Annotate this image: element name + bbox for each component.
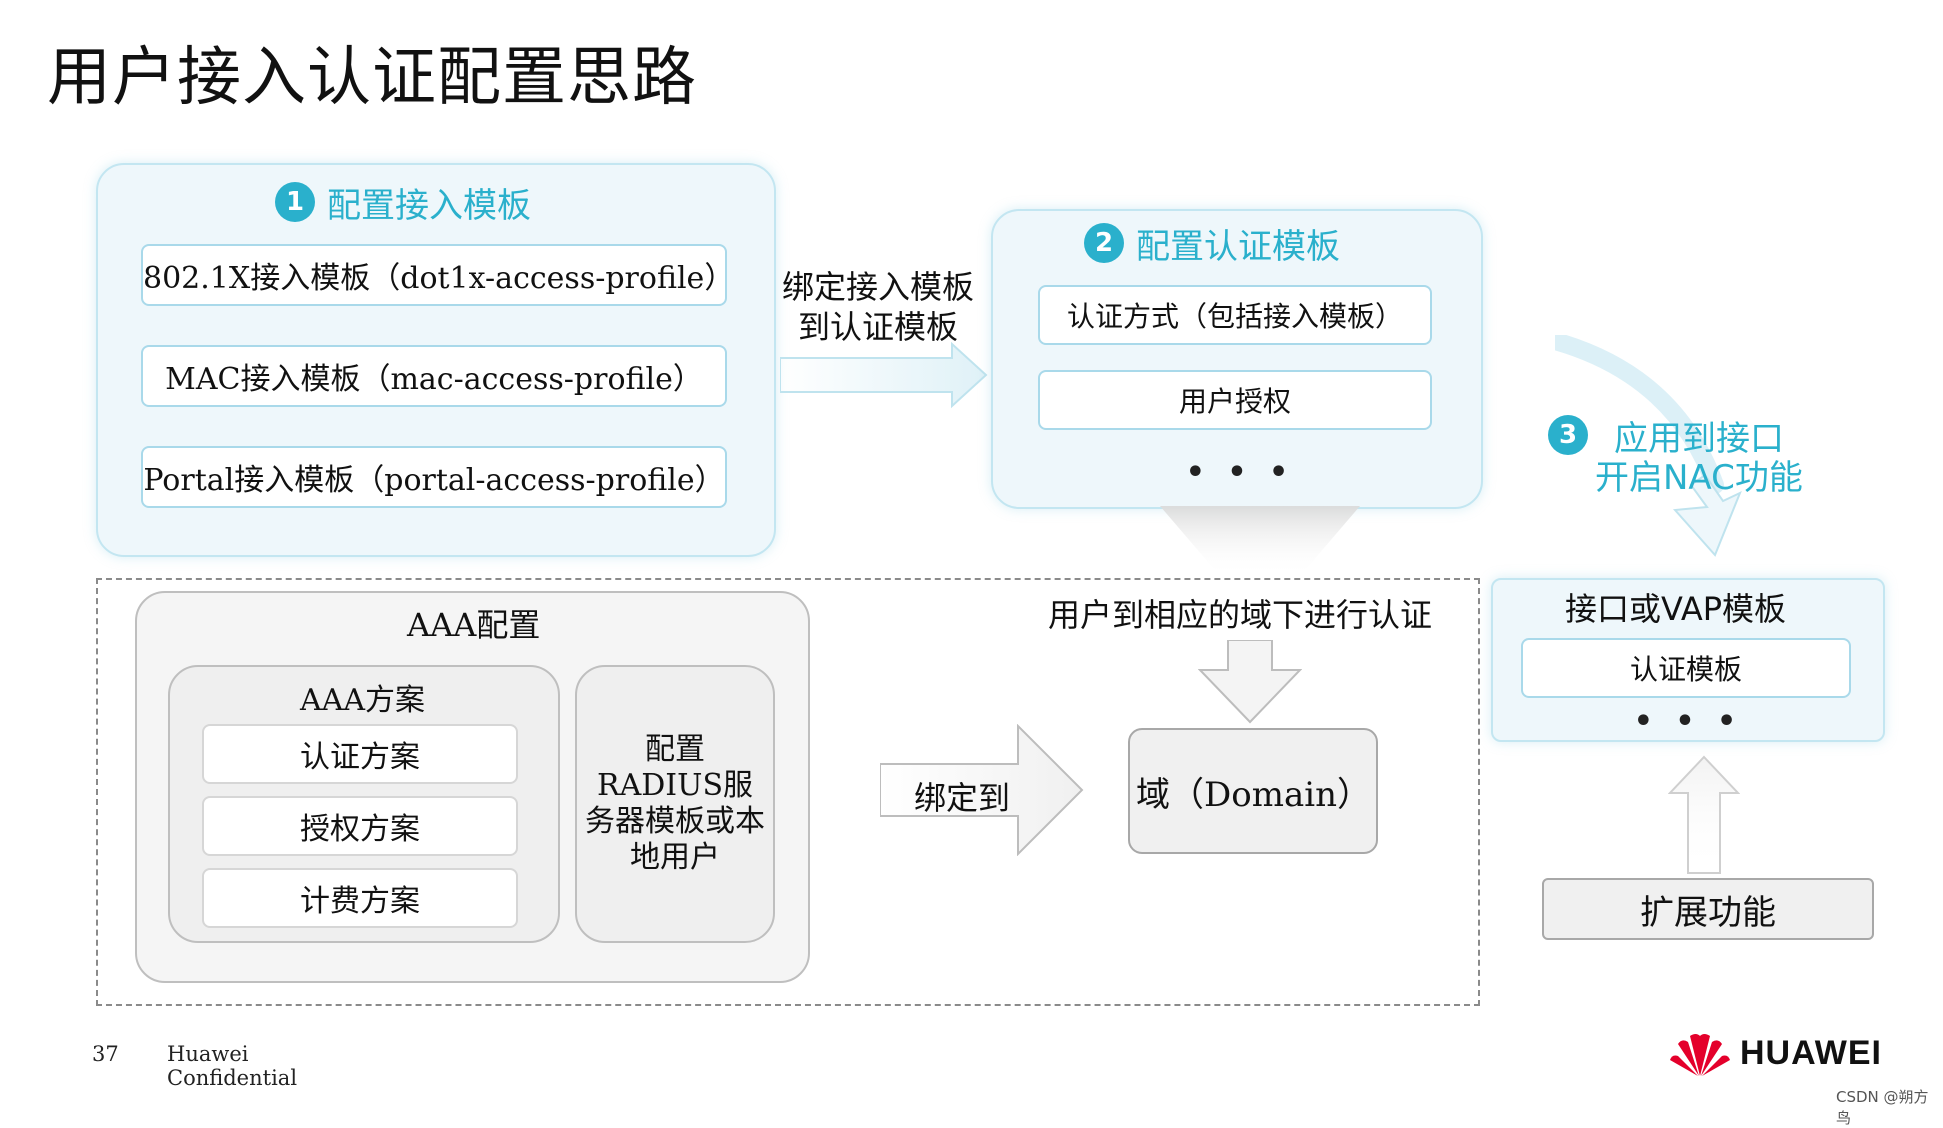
dot1x-profile-label: 802.1X接入模板（dot1x-access-profile） [143,261,735,296]
step2-badge: 2 [1084,223,1124,263]
step2-more-dots: • • • [1185,455,1295,490]
authentication-scheme-item: 认证方案 [202,724,518,784]
auth-profile-panel [991,209,1483,509]
mac-profile-item: MAC接入模板（mac-access-profile） [141,345,727,407]
accounting-scheme-item: 计费方案 [202,868,518,928]
authorization-scheme-label: 授权方案 [300,812,420,847]
bind-right-arrow-icon [780,341,988,409]
interface-more-dots: • • • [1633,704,1743,739]
up-arrow-icon [1668,755,1740,874]
confidential-line1: Huawei [167,1042,249,1066]
extend-function-label: 扩展功能 [1640,892,1776,933]
down-arrow-icon [1198,640,1302,724]
confidential-line2: Confidential [167,1066,298,1090]
mac-profile-label: MAC接入模板（mac-access-profile） [165,362,703,397]
auth-profile-ref-item: 认证模板 [1521,638,1851,698]
interface-vap-title: 接口或VAP模板 [1565,590,1787,628]
extend-function-box: 扩展功能 [1542,878,1874,940]
step1-title: 配置接入模板 [327,185,531,226]
step1-header: 1 配置接入模板 [275,180,531,226]
step3-line2: 开启NAC功能 [1595,458,1803,498]
bind-to-label: 绑定到 [914,779,1011,817]
authorization-scheme-item: 授权方案 [202,796,518,856]
step2-header: 2 配置认证模板 [1084,220,1340,267]
auth-profile-ref-label: 认证模板 [1629,653,1742,686]
auth-method-item: 认证方式（包括接入模板） [1038,285,1432,345]
step1-badge: 1 [275,182,315,222]
huawei-logo-icon [1670,1034,1730,1076]
bind-to-arrow-icon [880,724,1084,856]
step2-title: 配置认证模板 [1136,226,1340,267]
auth-method-label: 认证方式（包括接入模板） [1066,300,1403,333]
bind-profile-label-1: 绑定接入模板 [782,268,975,306]
user-authorization-item: 用户授权 [1038,370,1432,430]
step3-arc-arrow [1555,335,1742,557]
domain-auth-note: 用户到相应的域下进行认证 [1048,596,1433,634]
step3-header: 3 应用到接口 [1548,412,1784,459]
accounting-scheme-label: 计费方案 [300,884,420,919]
domain-box: 域（Domain） [1128,728,1378,854]
portal-profile-label: Portal接入模板（portal-access-profile） [143,463,725,498]
radius-template-panel: 配置 RADIUS服 务器模板或本 地用户 [575,665,775,943]
watermark-text: CSDN @朔方鸟 [1836,1088,1929,1127]
aaa-scheme-title: AAA方案 [300,683,425,718]
aaa-region [96,578,1480,1006]
huawei-brand-text: HUAWEI [1740,1034,1882,1072]
step3-badge: 3 [1548,415,1588,455]
page-title: 用户接入认证配置思路 [47,41,697,115]
radius-line-4: 地用户 [630,840,720,875]
radius-line-1: 配置 [645,732,705,767]
domain-label: 域（Domain） [1136,774,1372,815]
user-authorization-label: 用户授权 [1178,385,1291,418]
step3-line1: 应用到接口 [1614,418,1784,459]
authentication-scheme-label: 认证方案 [300,740,420,775]
radius-line-2: RADIUS服 [597,768,753,803]
portal-profile-item: Portal接入模板（portal-access-profile） [141,446,727,508]
page-number: 37 [92,1042,119,1066]
bind-profile-label-2: 到认证模板 [798,308,959,346]
dot1x-profile-item: 802.1X接入模板（dot1x-access-profile） [141,244,735,306]
funnel-shape [1160,506,1360,576]
aaa-config-title: AAA配置 [407,606,541,644]
radius-line-3: 务器模板或本 [585,804,765,839]
